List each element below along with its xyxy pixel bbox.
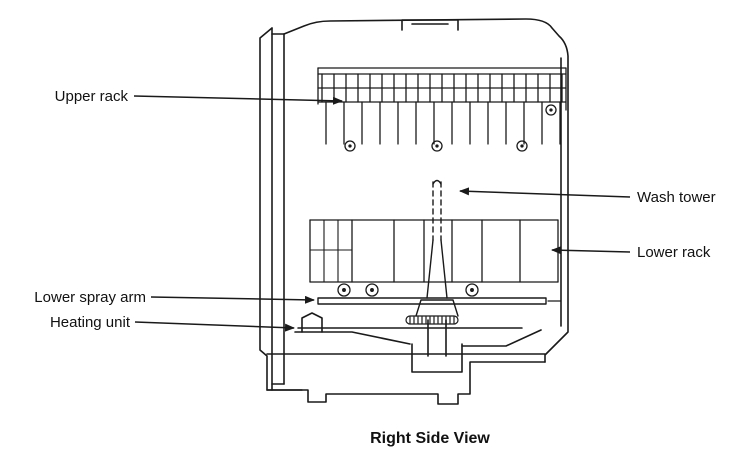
lower-rack-arrow [551,246,631,255]
lower-spray-arm-arrow [150,295,315,304]
upper-rack-arrow [133,95,343,105]
lower-spray-arm [317,297,562,305]
tub-shell [283,18,569,363]
dishwasher-outline [259,18,569,405]
heating-unit-arrow [134,321,295,332]
upper-rack-label: Upper rack [55,88,129,105]
wash-tower-label: Wash tower [637,189,716,206]
heating-unit [297,315,523,329]
lower-rack [309,219,559,297]
lower-rack-label: Lower rack [637,244,711,261]
door-panel [259,27,303,391]
wash-tower-arrow [459,187,631,198]
bottom-frame [266,361,546,405]
top-latch [401,19,459,31]
heating-unit-label: Heating unit [50,314,131,331]
upper-rack [317,67,567,152]
figure-caption: Right Side View [370,430,490,447]
lower-spray-arm-label: Lower spray arm [34,289,146,306]
wash-tower [415,179,459,317]
callout-arrows [133,95,631,332]
